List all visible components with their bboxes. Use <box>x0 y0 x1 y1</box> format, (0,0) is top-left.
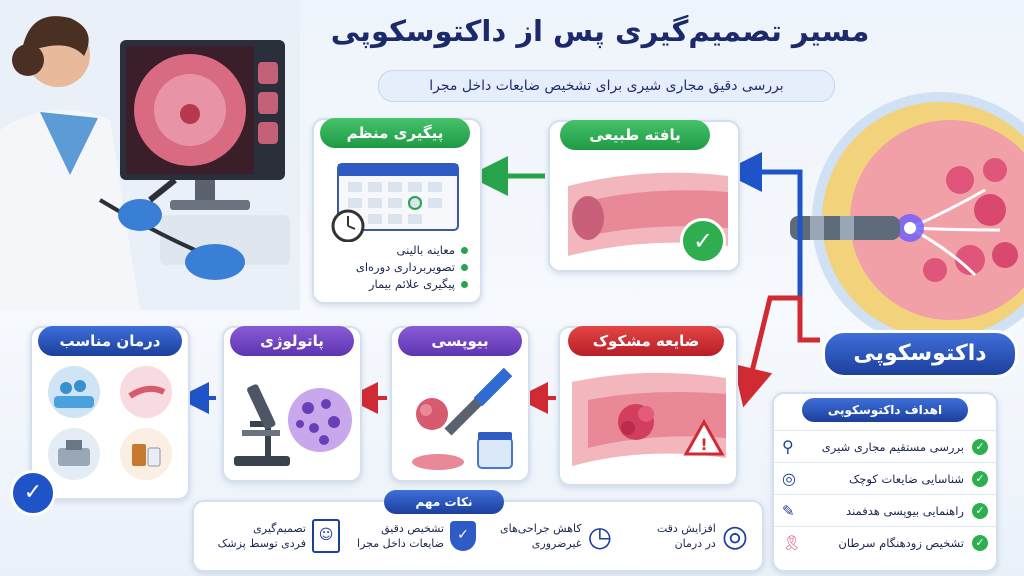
treatment-label: درمان مناسب <box>38 326 182 356</box>
goal-row: ✓ شناسایی ضایعات کوچک ◎ <box>774 462 996 494</box>
check-icon: ✓ <box>972 438 988 455</box>
calendar-icon <box>331 163 459 242</box>
followup-card: پیگیری منظم معاینه بالینی تصویربرداری دو… <box>312 118 482 304</box>
ductoscopy-node: داکتوسکوپی <box>822 330 1018 378</box>
goal-label: شناسایی ضایعات کوچک <box>848 471 964 486</box>
doctor-clipboard-icon: ☺ <box>312 519 340 553</box>
page-title: مسیر تصمیم‌گیری پس از داکتوسکوپی <box>330 14 870 48</box>
goals-panel: اهداف داکتوسکوپی ✓ بررسی مستقیم مجاری شی… <box>772 392 998 572</box>
arrow-to-suspicious <box>733 295 820 408</box>
followup-list: معاینه بالینی تصویربرداری دوره‌ای پیگیری… <box>328 240 468 294</box>
goal-row: ✓ تشخیص زودهنگام سرطان 🎗 <box>774 526 996 558</box>
goal-label: راهنمایی بیوپسی هدفمند <box>846 503 964 518</box>
doctor-illustration <box>0 0 300 310</box>
biopsy-card: بیوپسی <box>390 326 530 482</box>
microscope-image <box>234 384 352 466</box>
pathology-card: پاتولوژی <box>222 326 362 482</box>
target-icon: ◎ <box>721 518 748 554</box>
breast-tissue-illustration <box>790 80 1024 348</box>
goal-row: ✓ راهنمایی بیوپسی هدفمند ✎ <box>774 494 996 526</box>
treatment-check-icon: ✓ <box>10 470 56 516</box>
svg-text:!: ! <box>700 435 707 454</box>
check-icon: ✓ <box>972 470 988 487</box>
goal-label: تشخیص زودهنگام سرطان <box>838 535 964 550</box>
page-subtitle: بررسی دقیق مجاری شیری برای تشخیص ضایعات … <box>378 70 835 102</box>
normal-finding-label: یافته طبیعی <box>560 120 710 150</box>
goals-list: ✓ بررسی مستقیم مجاری شیری ⚲ ✓ شناسایی ضا… <box>774 430 996 558</box>
check-badge-icon: ✓ <box>680 218 726 264</box>
biopsy-tool-icon: ✎ <box>782 501 795 520</box>
followup-item: پیگیری علائم بیمار <box>328 277 468 291</box>
treatment-images <box>48 366 172 480</box>
notes-title: نکات مهم <box>384 490 504 514</box>
biopsy-tool-image <box>412 367 513 470</box>
followup-label: پیگیری منظم <box>320 118 470 148</box>
check-icon: ✓ <box>972 502 988 519</box>
pathology-label: پاتولوژی <box>230 326 354 356</box>
normal-finding-card: یافته طبیعی ✓ <box>548 120 740 272</box>
treatment-card: درمان مناسب ✓ <box>10 326 190 516</box>
suspicious-lesion-card: ضایعه مشکوک ! <box>558 326 738 486</box>
suspicious-lesion-label: ضایعه مشکوک <box>568 326 724 356</box>
followup-item: تصویربرداری دوره‌ای <box>328 260 468 274</box>
followup-item: معاینه بالینی <box>328 243 468 257</box>
clock-icon: ◷ <box>587 519 612 553</box>
target-icon: ◎ <box>782 469 796 488</box>
biopsy-label: بیوپسی <box>398 326 522 356</box>
magnifier-icon: ⚲ <box>782 437 794 456</box>
arrow-to-normal <box>722 152 820 343</box>
check-icon: ✓ <box>972 534 988 551</box>
lesion-duct-image: ! <box>572 372 726 466</box>
shield-check-icon: ✓ <box>450 521 476 551</box>
pink-ribbon-icon: 🎗 <box>782 533 802 552</box>
goal-label: بررسی مستقیم مجاری شیری <box>821 439 964 454</box>
goals-title: اهداف داکتوسکوپی <box>802 398 968 422</box>
goal-row: ✓ بررسی مستقیم مجاری شیری ⚲ <box>774 430 996 462</box>
